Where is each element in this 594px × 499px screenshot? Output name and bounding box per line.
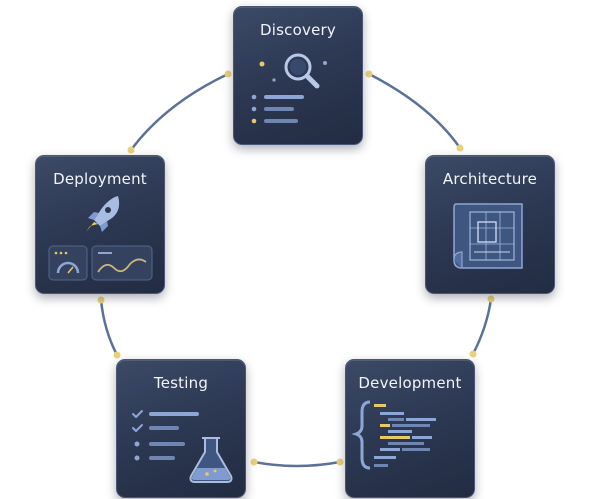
- connector-node: [113, 351, 121, 359]
- magnifier-icon: [251, 53, 327, 124]
- connector-node: [469, 350, 477, 358]
- connector-node: [224, 70, 232, 78]
- connector-node: [456, 144, 464, 152]
- stage-title: Deployment: [53, 170, 147, 188]
- stage-card-testing[interactable]: Testing: [116, 359, 246, 498]
- connector-architecture-development: [471, 298, 493, 355]
- stage-title: Architecture: [442, 170, 538, 188]
- connector-node: [97, 296, 105, 304]
- blueprint-icon: [453, 203, 523, 269]
- connector-node: [127, 146, 135, 154]
- stage-title: Testing: [153, 374, 209, 392]
- code-braces-icon: [351, 400, 436, 470]
- flask-icon: [132, 410, 233, 483]
- rocket-icon: [48, 196, 153, 281]
- stage-card-deployment[interactable]: Deployment: [35, 155, 165, 294]
- connector-node: [250, 458, 258, 466]
- connector-testing-deployment: [99, 299, 119, 356]
- connector-deployment-discovery: [129, 72, 229, 151]
- connector-discovery-architecture: [368, 72, 462, 149]
- stage-title: Discovery: [260, 21, 336, 39]
- stage-card-architecture[interactable]: Architecture: [425, 155, 555, 294]
- connector-node: [487, 295, 495, 303]
- connector-node: [336, 458, 344, 466]
- stage-title: Development: [358, 374, 462, 392]
- connector-node: [365, 70, 373, 78]
- connector-development-testing: [253, 460, 341, 468]
- stage-card-discovery[interactable]: Discovery: [233, 6, 363, 145]
- stage-card-development[interactable]: Development: [345, 359, 475, 498]
